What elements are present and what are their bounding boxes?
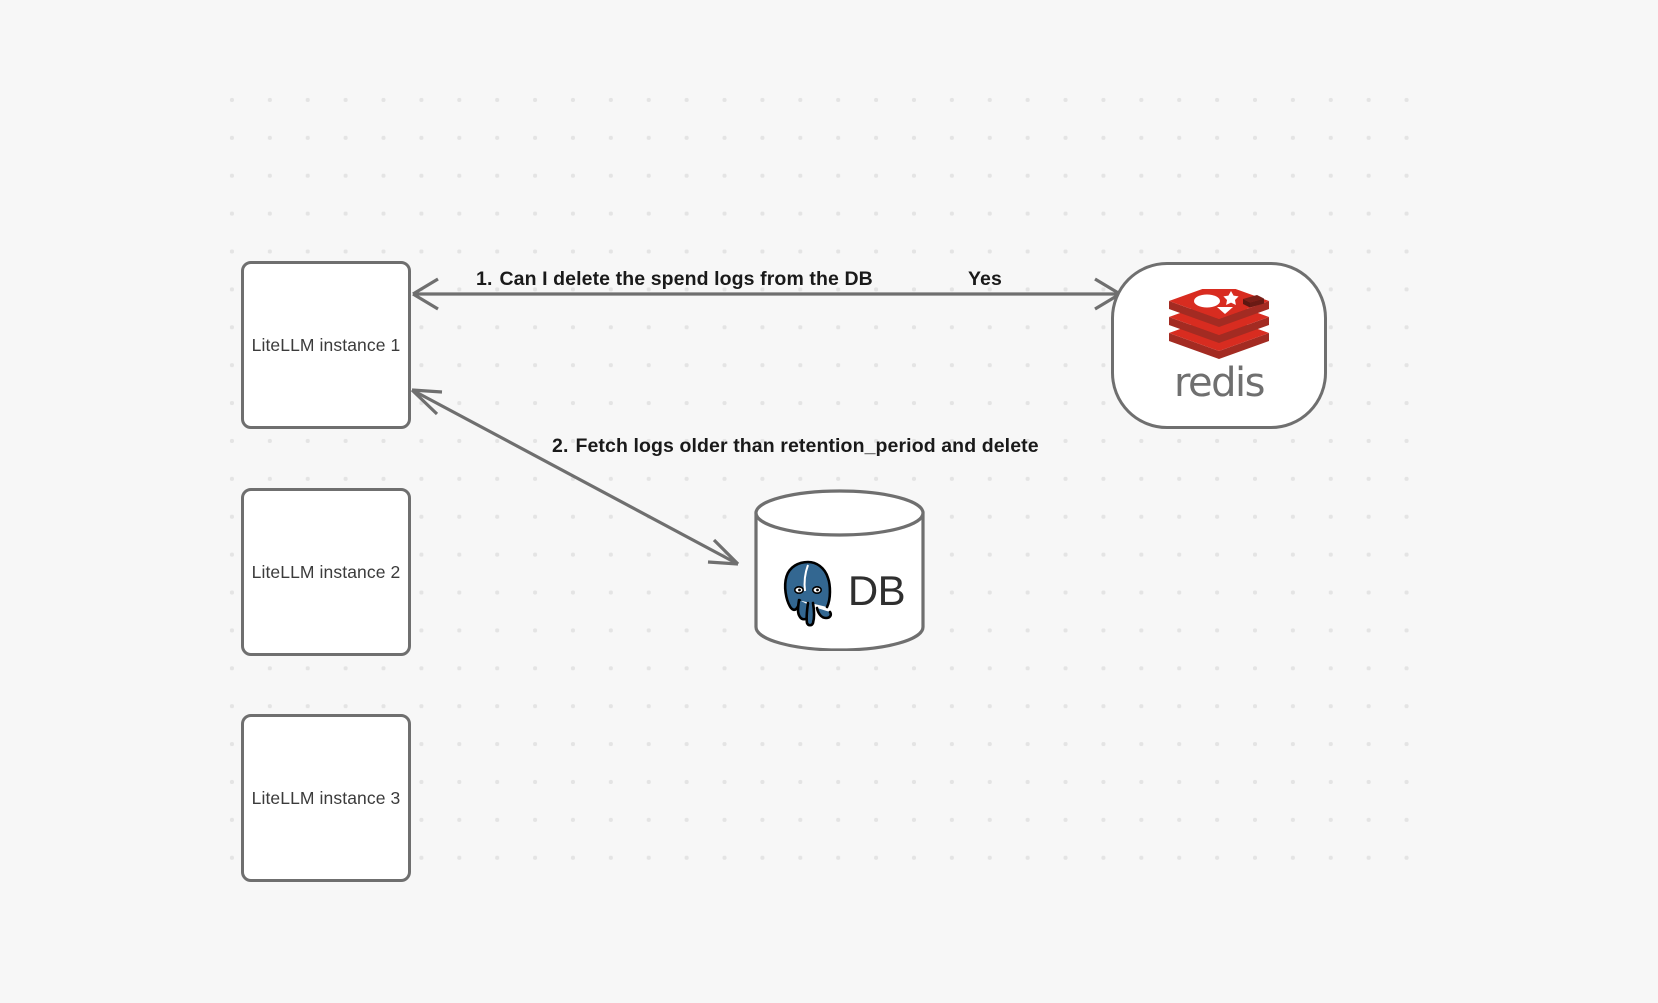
edge-label-step-1: 1. Can I delete the spend logs from the D… [476,268,873,291]
db-label: DB [847,567,906,614]
db-content: DB [753,531,926,651]
edge-label-step-2: 2. Fetch logs older than retention_period… [552,435,1039,458]
node-litellm-instance-1[interactable]: LiteLLM instance 1 [241,261,411,429]
postgresql-elephant-icon [782,558,833,627]
edge-litellm1-db [410,388,740,566]
node-litellm-instance-3-label: LiteLLM instance 3 [251,787,401,808]
node-redis[interactable]: redis [1111,262,1327,429]
redis-wordmark: redis [1173,359,1266,406]
node-litellm-instance-1-label: LiteLLM instance 1 [251,334,401,355]
edge-label-step-1-number: 1. [476,268,493,290]
redis-logo-group: redis [1165,288,1273,406]
node-litellm-instance-2[interactable]: LiteLLM instance 2 [241,488,411,656]
edge-label-yes: Yes [968,268,1002,290]
edge-label-step-2-text: Fetch logs older than retention_period a… [575,435,1039,457]
node-litellm-instance-3[interactable]: LiteLLM instance 3 [241,714,411,882]
node-litellm-instance-2-label: LiteLLM instance 2 [251,561,401,582]
node-database[interactable]: DB [753,489,926,651]
edge-label-step-2-number: 2. [552,435,569,457]
edge-label-step-1-text: Can I delete the spend logs from the DB [499,268,873,290]
redis-logo-icon [1169,288,1269,359]
